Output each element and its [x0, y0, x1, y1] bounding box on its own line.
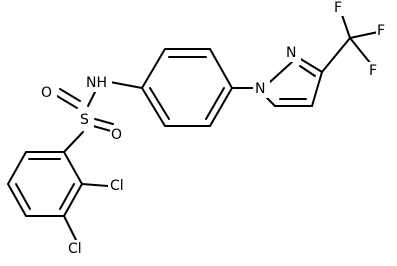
atom-fluorine: F [377, 23, 385, 39]
bond [63, 183, 83, 217]
bond [299, 65, 316, 77]
atom-chlorine: Cl [110, 178, 124, 194]
bond [59, 88, 81, 102]
bond [340, 11, 351, 39]
bond [349, 37, 372, 65]
atom-fluorine: F [334, 0, 342, 16]
bond [205, 87, 225, 120]
bond [149, 87, 170, 120]
bond [81, 183, 109, 187]
atom-fluorine: F [369, 63, 377, 79]
bond [311, 71, 323, 107]
bond [7, 151, 27, 185]
atom-nh: NH [86, 75, 107, 91]
bonds [7, 11, 379, 241]
bond [109, 81, 143, 89]
atom-oxygen: O [111, 127, 122, 143]
bond [63, 151, 83, 185]
bond [141, 48, 166, 89]
atom-chlorine: Cl [68, 241, 82, 257]
bond [209, 48, 233, 89]
bond [209, 87, 233, 127]
bond [15, 183, 31, 210]
bond [94, 118, 114, 125]
bond [269, 61, 293, 83]
bond [298, 57, 323, 73]
atom-pyrazole-nitrogen: N [255, 81, 265, 97]
bond [63, 131, 84, 153]
atom-sulfur: S [80, 112, 89, 128]
bond [56, 95, 78, 109]
bond [7, 183, 27, 217]
bond [349, 31, 379, 39]
bond [59, 183, 75, 210]
atom-labels: NH S O O Cl Cl N N F F F [40, 0, 390, 258]
bond [92, 125, 112, 132]
atom-oxygen: O [41, 85, 52, 101]
bond [87, 89, 97, 107]
atom-pyrazole-nitrogen: N [286, 45, 296, 61]
bond [321, 37, 351, 73]
bond [141, 87, 166, 127]
bond [63, 215, 77, 241]
